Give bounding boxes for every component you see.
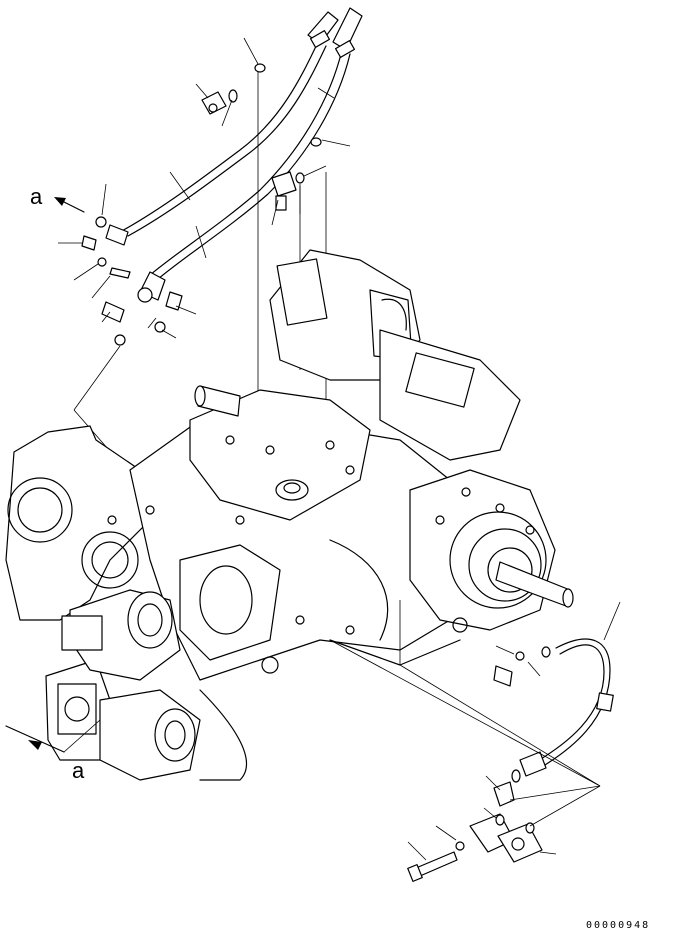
reference-arrow-upper: a [30,184,85,213]
ref-label-upper: a [30,184,43,209]
reference-arrow-lower: a [5,719,101,783]
lower-hose-assembly [329,601,621,882]
transmission-housing [5,249,574,781]
ref-label-lower: a [72,758,85,783]
drawing-number: 00000948 [586,920,650,931]
